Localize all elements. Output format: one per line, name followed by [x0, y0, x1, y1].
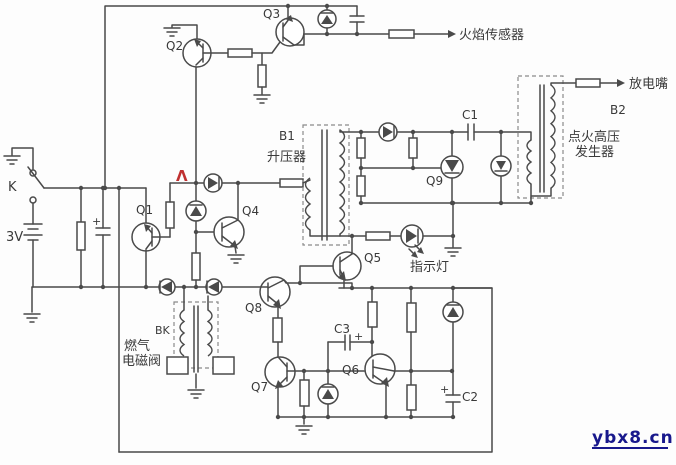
transformer-b2: B2 点火高压 发生器: [500, 75, 626, 204]
q7-label: Q7: [251, 380, 268, 394]
zener-branch: [185, 182, 207, 288]
b2-label: B2: [610, 103, 626, 117]
power-switch-k: K: [3, 147, 45, 204]
c2-label: C2: [462, 390, 478, 404]
diode: [442, 287, 464, 372]
resistor: [165, 201, 175, 229]
divider-resistors: [356, 131, 442, 204]
resistor: [406, 384, 417, 411]
resistor: [356, 175, 366, 197]
capacitor-c1: C1: [462, 108, 502, 141]
resistor: [257, 64, 267, 88]
arrow-right-icon: [617, 79, 625, 87]
diode: [158, 278, 176, 296]
transformer-b1: B1 升压器: [267, 124, 381, 246]
resistor: [299, 379, 310, 407]
diode: [205, 278, 223, 296]
q2-label: Q2: [166, 39, 183, 53]
battery-3v: 3V: [6, 202, 43, 323]
diode: [378, 122, 398, 142]
plus-sign: +: [92, 215, 101, 228]
thyristor-q9: Q9: [426, 131, 464, 204]
transistor-q3: Q3: [263, 5, 305, 47]
solenoid-valve-bk: BK 燃气 电磁阀: [122, 286, 235, 399]
resistor: [365, 231, 391, 241]
q7-bias: [295, 341, 365, 435]
diode: [317, 5, 337, 35]
bk-label: BK: [155, 324, 171, 337]
plus-sign: +: [354, 330, 363, 343]
q8-label: Q8: [245, 301, 262, 315]
arrow-right-icon: [448, 30, 456, 38]
battery-label: 3V: [6, 230, 23, 245]
transistor-q5: Q5: [299, 235, 381, 289]
resistor: [191, 252, 201, 281]
resistor: [272, 317, 283, 343]
indicator-lamp-label: 指示灯: [410, 260, 449, 275]
watermark: ybx8.cn: [592, 428, 674, 449]
resistor: [406, 302, 417, 333]
junction-dots: [78, 3, 534, 420]
q3-label: Q3: [263, 7, 280, 21]
ground-icon: [295, 425, 313, 435]
diode: [203, 173, 223, 193]
b1-desc-label: 升压器: [267, 150, 306, 165]
bk-desc-line2: 电磁阀: [122, 354, 161, 369]
transistor-q1: Q1: [131, 187, 171, 288]
flame-sensor-output: 火焰传感器: [303, 5, 524, 43]
resistor: [76, 221, 86, 251]
transistor-q2: Q2: [163, 24, 229, 184]
ground-icon: [187, 389, 205, 399]
flame-sensor-label: 火焰传感器: [459, 27, 524, 43]
c1-label: C1: [462, 108, 478, 122]
rail-diodes: [158, 278, 223, 296]
discharge-output: 放电嘴: [575, 77, 668, 92]
resistor: [279, 178, 304, 188]
ground-icon: [227, 254, 245, 264]
watermark-text: ybx8.cn: [592, 428, 674, 448]
transistor-q4: Q4: [195, 182, 259, 264]
ground-icon: [163, 27, 181, 37]
ground-icon: [444, 247, 462, 257]
q1-label: Q1: [136, 203, 153, 217]
indicator-led: 指示灯: [351, 202, 462, 275]
transistor-q6: Q6: [342, 287, 453, 418]
capacitor: [349, 5, 365, 35]
q6-label: Q6: [342, 363, 359, 377]
test-point-label: Λ: [176, 167, 188, 185]
ground-icon: [253, 94, 271, 104]
c2-branch: + C2: [440, 287, 478, 418]
q4-label: Q4: [242, 204, 259, 218]
q9-label: Q9: [426, 174, 443, 188]
q6-load: [406, 287, 417, 418]
input-filter: +: [76, 187, 111, 288]
ground-icon: [23, 313, 41, 323]
resistor: [356, 137, 366, 159]
resistor: [388, 29, 415, 39]
b2-desc-line2: 发生器: [575, 144, 614, 160]
capacitor-c3: + C3: [327, 322, 373, 351]
b2-desc-line1: 点火高压: [568, 129, 620, 145]
q3-base-network: [251, 41, 281, 104]
transistor-q7: Q7: [251, 341, 306, 418]
resistor: [227, 48, 253, 58]
diode: [317, 341, 339, 418]
switch-label: K: [8, 180, 17, 195]
point-a-node: Λ: [165, 167, 281, 238]
q5-label: Q5: [364, 251, 381, 265]
discharge-nozzle-label: 放电嘴: [629, 77, 668, 92]
resistor: [408, 137, 418, 159]
b1-label: B1: [279, 129, 295, 143]
resistor: [575, 78, 601, 88]
plus-sign: +: [440, 383, 449, 396]
flyback-diode: [490, 131, 512, 204]
resistor: [367, 301, 378, 328]
ground-icon: [3, 155, 21, 165]
c3-label: C3: [334, 322, 350, 336]
bk-desc-line1: 燃气: [124, 338, 150, 354]
transistor-q8: Q8: [245, 276, 353, 319]
